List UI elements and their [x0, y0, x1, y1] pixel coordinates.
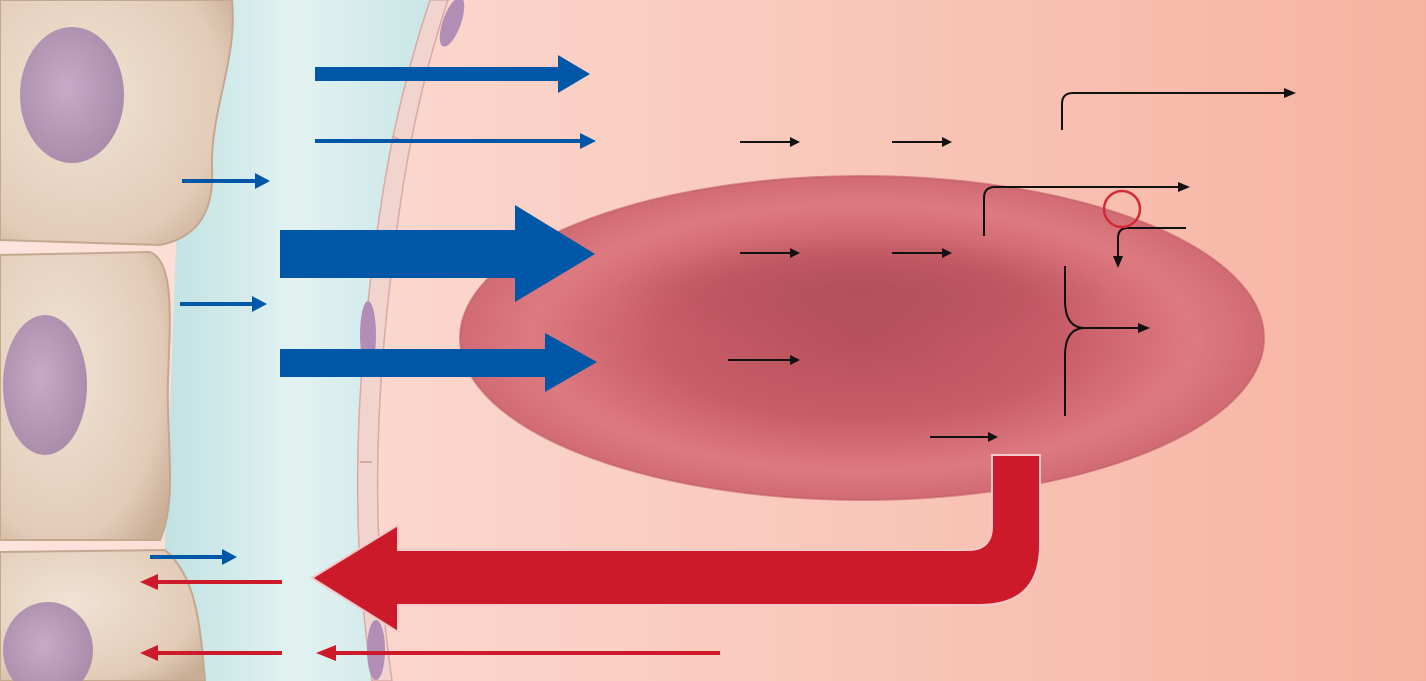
- cell-nucleus: [3, 315, 87, 455]
- endothelial-nucleus: [367, 620, 385, 680]
- red-blood-cell: [460, 176, 1264, 500]
- cell-nucleus: [20, 27, 124, 163]
